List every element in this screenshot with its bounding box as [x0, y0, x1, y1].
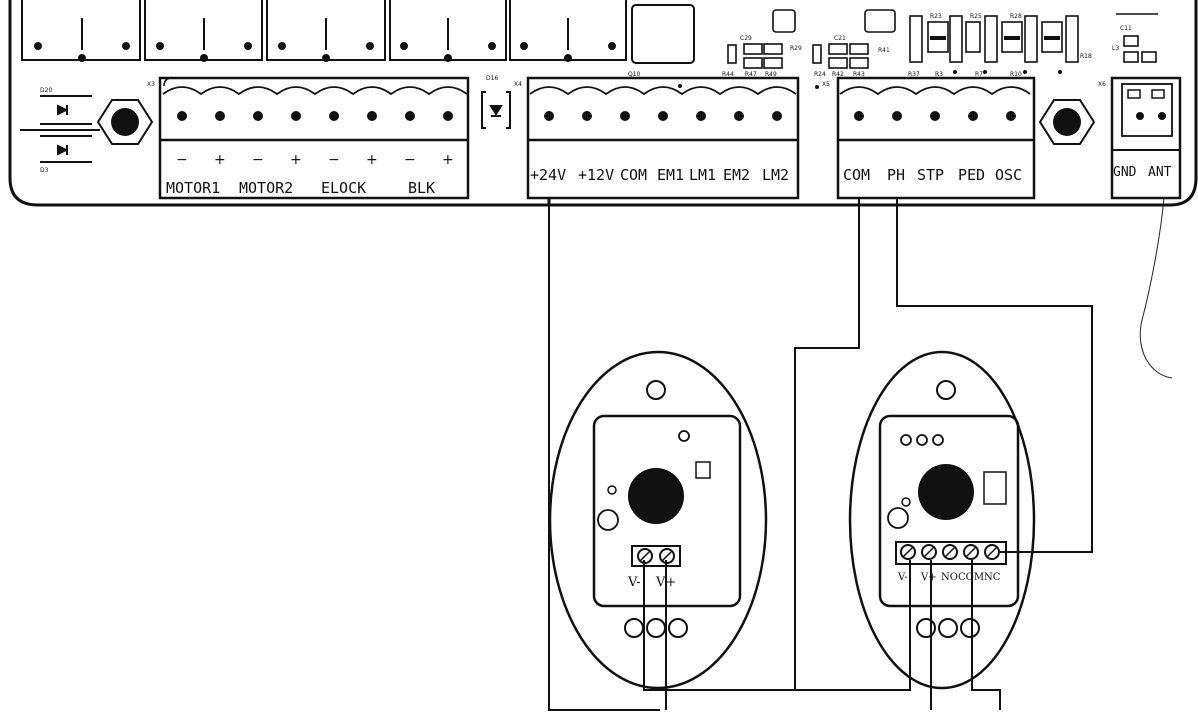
label-blk: BLK — [408, 179, 435, 197]
photocell-transmitter: V- V+ — [548, 350, 768, 690]
board-outline — [8, 0, 1198, 207]
label-gnd: GND — [1113, 165, 1137, 180]
label-motor2: MOTOR2 — [239, 179, 293, 197]
rx-terminal-nc: NC — [984, 572, 1001, 583]
x3-pol-5: − — [328, 152, 340, 168]
svg-text:X6: X6 — [1098, 81, 1106, 88]
silk-labels: X3 X4 X5 X6 D20 D3 D16 Q10 R44 R47 R49 R… — [40, 13, 1132, 174]
x3-pol-3: − — [252, 152, 264, 168]
svg-text:R10: R10 — [1010, 71, 1022, 78]
x3-pol-1: − — [176, 152, 188, 168]
svg-text:C11: C11 — [1120, 25, 1132, 32]
label-em1: EM1 — [657, 166, 684, 184]
svg-text:R49: R49 — [765, 71, 777, 78]
label-em2: EM2 — [723, 166, 750, 184]
diodes — [20, 95, 100, 163]
svg-text:X3: X3 — [147, 81, 155, 88]
smd-dots — [678, 36, 1062, 89]
wire-ph — [896, 198, 1093, 553]
photocell-receiver: V- V+ NO COM NC — [848, 350, 1036, 690]
tx-terminal-vminus: V- — [627, 575, 641, 590]
x3-pol-8: + — [442, 152, 454, 168]
label-ph: PH — [887, 166, 905, 184]
wire-com-rx — [795, 560, 911, 691]
wire-rx-com — [971, 560, 1001, 710]
label-com-x5: COM — [843, 166, 870, 184]
label-com-x4: COM — [620, 166, 647, 184]
svg-text:R23: R23 — [930, 13, 942, 20]
svg-text:R29: R29 — [790, 45, 802, 52]
svg-text:D20: D20 — [40, 87, 52, 94]
svg-text:R37: R37 — [908, 71, 920, 78]
x3-pol-7: − — [404, 152, 416, 168]
label-motor1: MOTOR1 — [166, 179, 220, 197]
svg-text:X4: X4 — [514, 81, 522, 88]
svg-text:C21: C21 — [834, 35, 846, 42]
svg-text:R42: R42 — [832, 71, 844, 78]
svg-text:R18: R18 — [1080, 53, 1092, 60]
rx-terminal-vplus: V+ — [920, 572, 937, 583]
svg-text:R43: R43 — [853, 71, 865, 78]
svg-text:R3: R3 — [935, 71, 943, 78]
relay-row — [21, 0, 695, 64]
label-24v: +24V — [530, 166, 566, 184]
wire-com — [643, 198, 860, 691]
antenna-wire — [1139, 197, 1173, 379]
label-stp: STP — [917, 166, 944, 184]
x3-pol-2: + — [214, 152, 226, 168]
label-12v: +12V — [578, 166, 614, 184]
svg-text:Q10: Q10 — [628, 71, 641, 78]
x3-pol-6: + — [366, 152, 378, 168]
rx-terminal-vminus: V- — [897, 572, 908, 583]
svg-text:R47: R47 — [745, 71, 757, 78]
svg-text:D16: D16 — [486, 75, 498, 82]
mounting-hole-left — [96, 99, 154, 145]
rx-terminal-no: NO — [941, 572, 958, 583]
led-d16 — [481, 91, 511, 129]
svg-text:R7: R7 — [975, 71, 983, 78]
svg-text:R25: R25 — [970, 13, 982, 20]
svg-text:R44: R44 — [722, 71, 734, 78]
svg-text:X5: X5 — [822, 81, 830, 88]
label-elock: ELOCK — [321, 179, 366, 197]
svg-text:C29: C29 — [740, 35, 752, 42]
terminal-block-x6: GND ANT — [1110, 76, 1182, 200]
smd-components — [727, 9, 1158, 69]
label-lm1: LM1 — [689, 166, 716, 184]
svg-text:R41: R41 — [878, 47, 890, 54]
mounting-hole-right — [1038, 99, 1096, 145]
wiring — [547, 198, 1093, 711]
svg-text:R24: R24 — [814, 71, 826, 78]
terminal-block-x3: − + − + − + − + MOTOR1 MOTOR2 ELOCK BLK — [158, 76, 470, 200]
label-osc: OSC — [995, 166, 1022, 184]
x3-pol-4: + — [290, 152, 302, 168]
label-ped: PED — [958, 166, 985, 184]
svg-text:L3: L3 — [1112, 45, 1119, 52]
label-ant: ANT — [1148, 165, 1172, 180]
wire-24v — [548, 198, 660, 711]
svg-text:D3: D3 — [40, 167, 49, 174]
svg-text:R28: R28 — [1010, 13, 1022, 20]
terminal-block-x4: +24V +12V COM EM1 LM1 EM2 LM2 — [526, 76, 800, 200]
terminal-block-x5: COM PH STP PED OSC — [836, 76, 1036, 200]
label-lm2: LM2 — [762, 166, 789, 184]
